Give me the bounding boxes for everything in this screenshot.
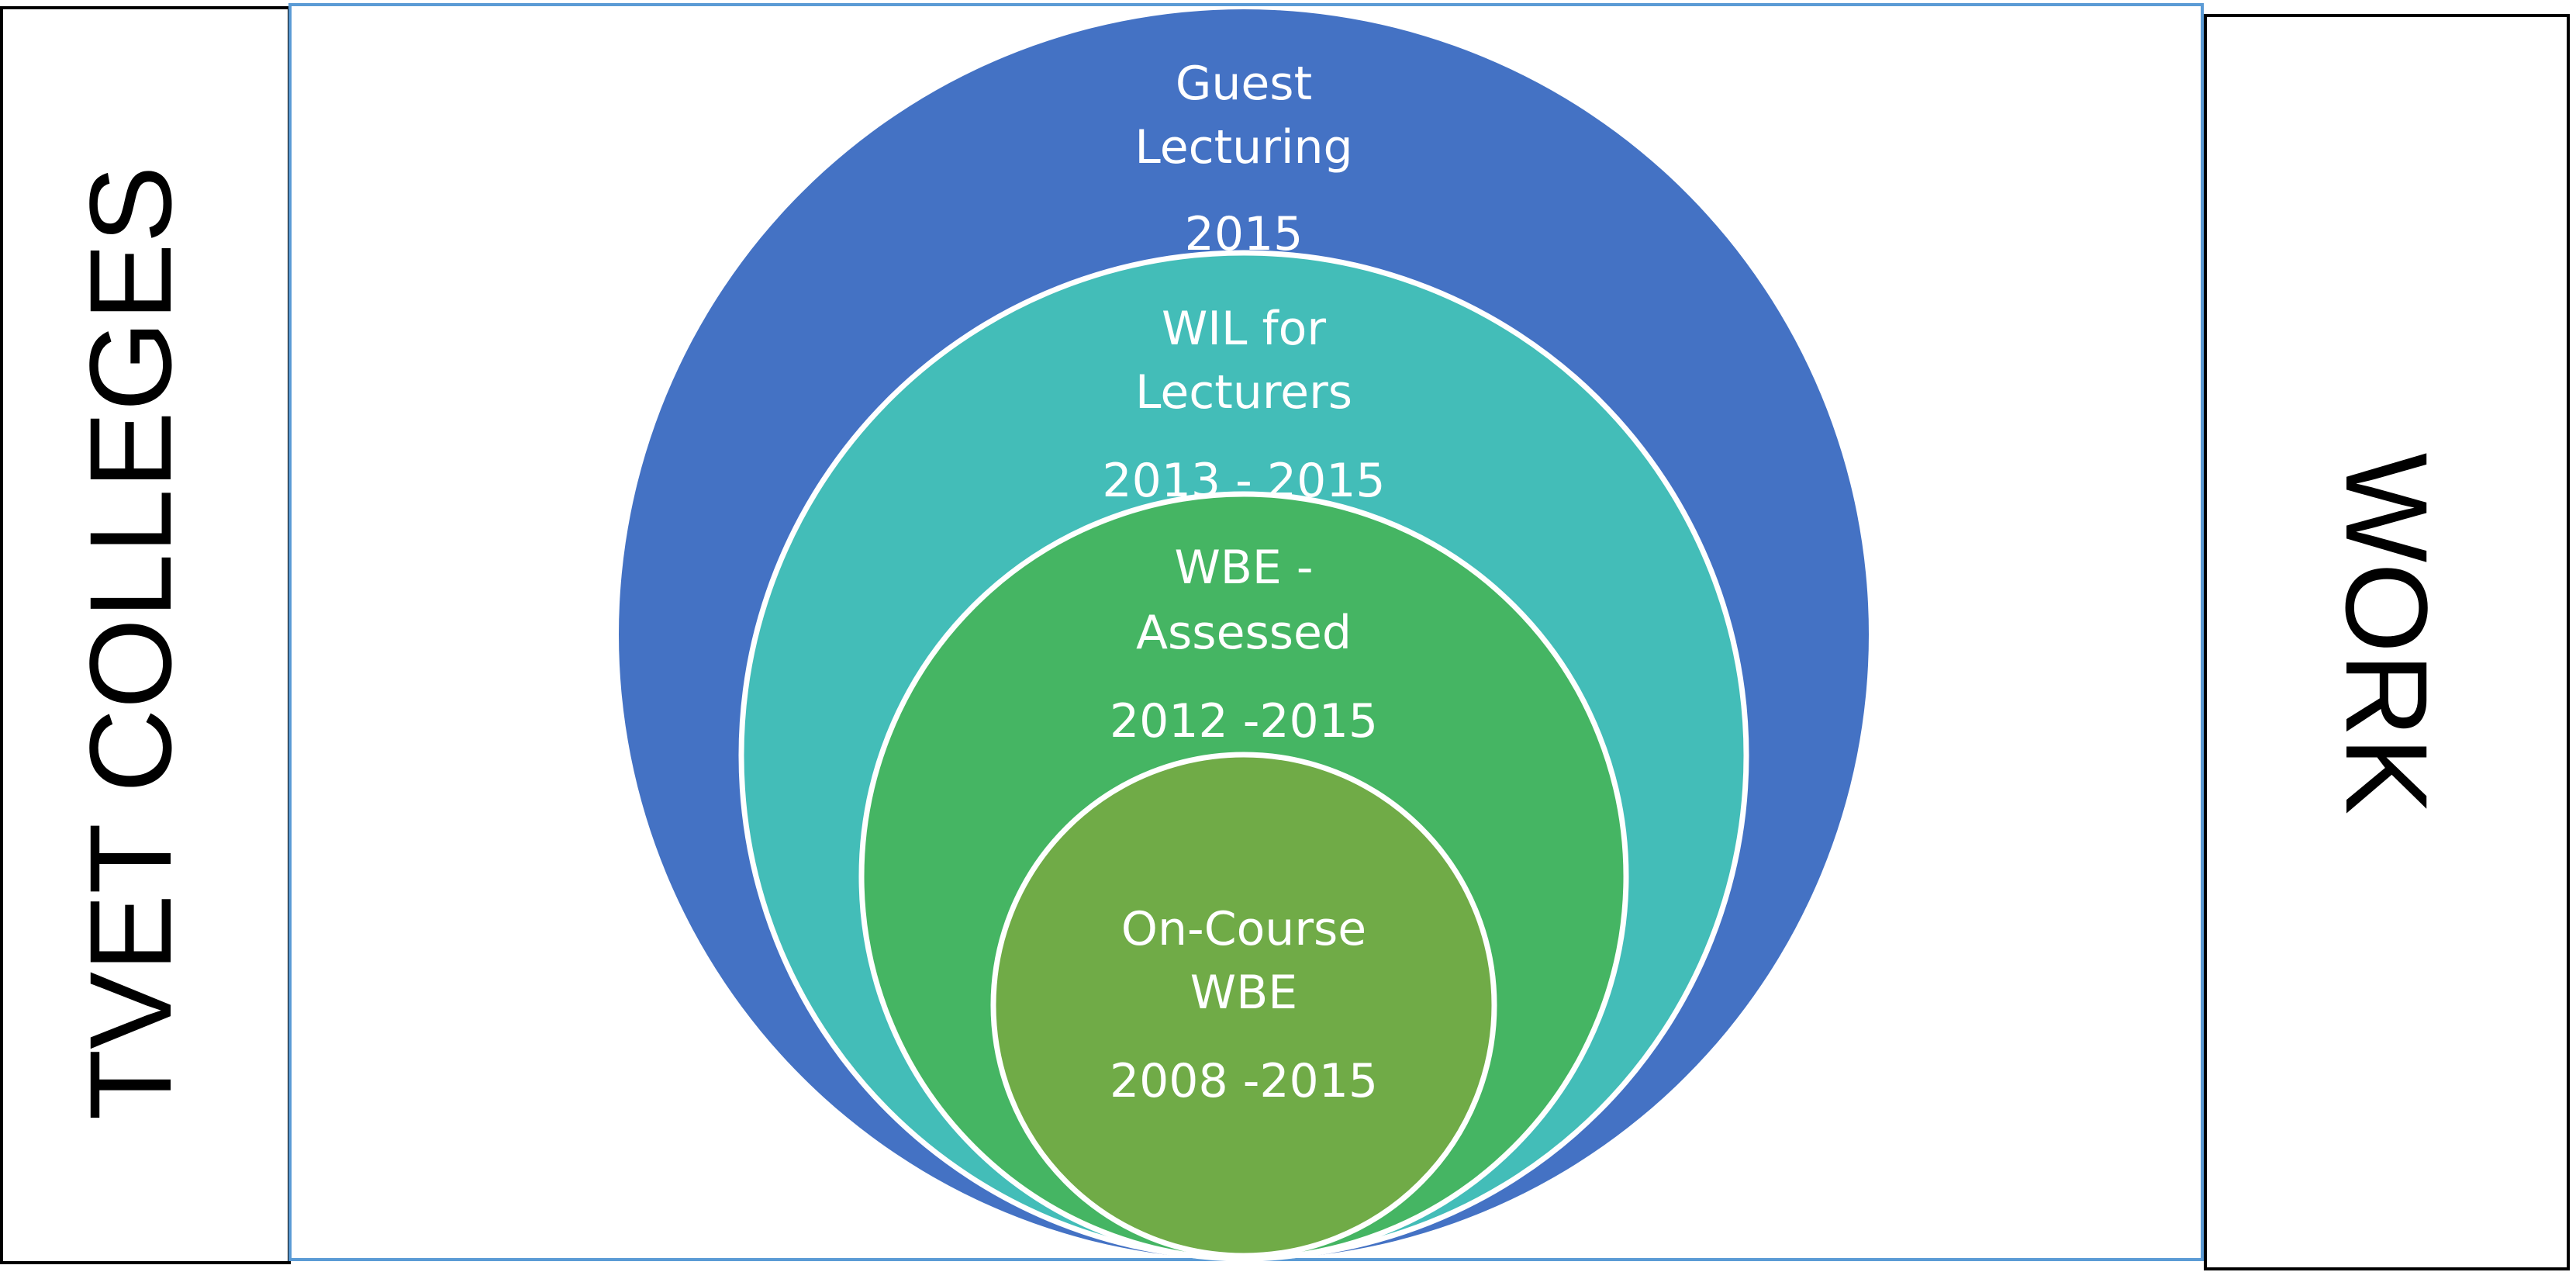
ring-wil-for-lecturers-title-line2: Lecturers: [1135, 365, 1352, 420]
ring-on-course-wbe-title-line2: WBE: [1190, 966, 1297, 1020]
ring-on-course-wbe-title-line1: On-Course: [1121, 902, 1366, 956]
ring-on-course-wbe-years: 2008 -2015: [1110, 1054, 1378, 1108]
ring-guest-lecturing-title-line1: Guest: [1176, 57, 1312, 111]
ring-guest-lecturing-years: 2015: [1185, 207, 1304, 261]
ring-wbe-assessed-title-line1: WBE -: [1174, 541, 1313, 595]
work-panel: WORK: [2204, 14, 2570, 1270]
ring-wbe-assessed-title-line2: Assessed: [1136, 606, 1352, 660]
tvet-colleges-panel: TVET COLLEGES: [0, 6, 291, 1264]
ring-wil-for-lecturers-years: 2013 - 2015: [1102, 454, 1385, 508]
ring-wbe-assessed-years: 2012 -2015: [1110, 694, 1378, 748]
ring-on-course-wbe: [990, 752, 1497, 1259]
ring-guest-lecturing-title-line2: Lecturing: [1134, 120, 1352, 175]
ring-wil-for-lecturers-title-line1: WIL for: [1162, 302, 1326, 356]
